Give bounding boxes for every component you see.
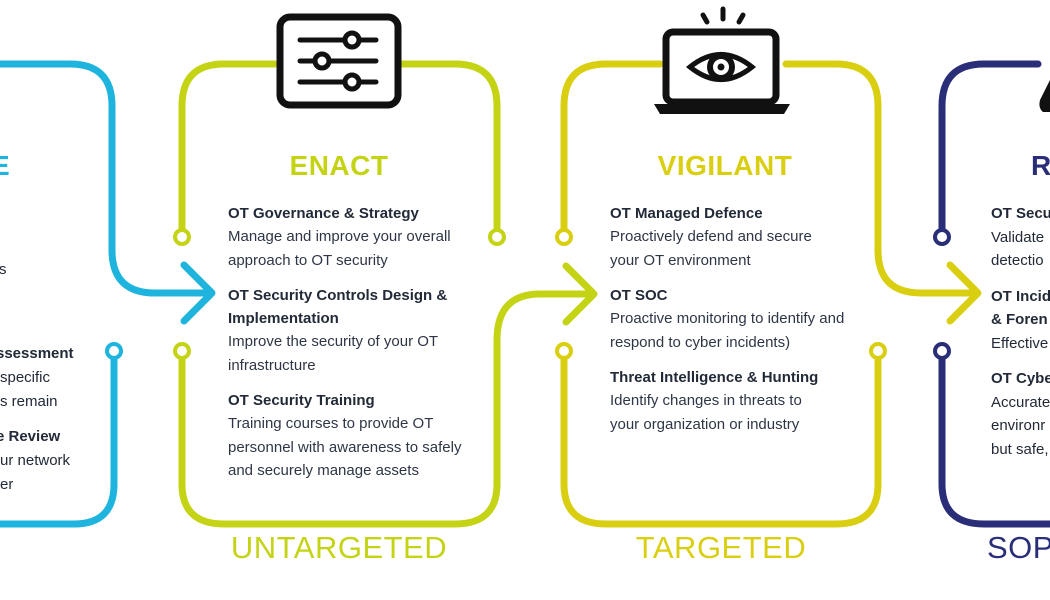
right-stage-title: R: [1031, 150, 1050, 181]
item-description: Proactively defend and secure your OT en…: [610, 228, 812, 269]
fragment-text: but safe,: [991, 440, 1049, 458]
fragment-text: e Review: [0, 428, 61, 445]
connector-node: [105, 342, 123, 360]
sliders-icon: [276, 13, 402, 109]
item-heading: OT Security Training: [228, 392, 375, 409]
left-stage-title: E: [0, 150, 11, 181]
fragment-text: s remain: [0, 393, 58, 410]
fragment-text: Validate: [991, 228, 1045, 246]
enact-item: OT Security Controls Design & Implementa…: [228, 284, 490, 377]
laptop-eye-icon: [654, 6, 790, 114]
fragment-text: specific: [0, 369, 51, 386]
flask-icon: [1039, 58, 1050, 112]
fragment-text: s: [0, 261, 7, 278]
vigilant-title: VIGILANT: [657, 150, 793, 181]
fragment-text: OT Secu: [991, 205, 1050, 222]
vigilant-items: OT Managed Defence Proactively defend an…: [610, 202, 872, 436]
connector-node: [555, 228, 573, 246]
connector-node: [933, 228, 951, 246]
connector-node: [173, 228, 191, 246]
fragment-text: & Foren: [991, 311, 1048, 328]
threat-level-clip: SOP: [980, 528, 1050, 573]
right-stage-frame: [938, 60, 1050, 528]
vigilant-item: OT SOC Proactive monitoring to identify …: [610, 284, 872, 354]
item-heading: OT SOC: [610, 287, 668, 304]
left-stage-frame: [0, 60, 216, 528]
enact-title: ENACT: [289, 150, 389, 181]
item-heading: OT Governance & Strategy: [228, 205, 419, 222]
item-description: Identify changes in threats to your orga…: [610, 392, 802, 433]
connector-node: [555, 342, 573, 360]
enact-item: OT Security Training Training courses to…: [228, 389, 490, 483]
connector-node: [488, 228, 506, 246]
connector-node: [173, 342, 191, 360]
item-description: Training courses to provide OT personnel…: [228, 415, 462, 479]
connector-node: [933, 342, 951, 360]
threat-level-sophisticated: SOP: [987, 530, 1050, 565]
fragment-text: ssessment: [0, 345, 74, 362]
fragment-text: OT Cybe: [991, 370, 1050, 387]
vigilant-item: OT Managed Defence Proactively defend an…: [610, 202, 872, 272]
enact-items: OT Governance & Strategy Manage and impr…: [228, 202, 490, 483]
right-stage-fragments: OT Secu Validate detectio OT Incid & For…: [991, 202, 1050, 461]
item-description: Manage and improve your overall approach…: [228, 228, 451, 269]
enact-item: OT Governance & Strategy Manage and impr…: [228, 202, 490, 272]
vigilant-stage-frame: [560, 60, 982, 528]
item-description: Improve the security of your OT infrastr…: [228, 333, 438, 374]
threat-level-untargeted: UNTARGETED: [230, 530, 448, 565]
fragment-text: detectio: [991, 252, 1044, 269]
item-description: Proactive monitoring to identify and res…: [610, 310, 845, 351]
enact-stage-frame: [178, 60, 598, 528]
fragment-text: er: [0, 476, 14, 493]
fragment-text: Accurate: [991, 393, 1050, 411]
fragment-text: ur network: [0, 452, 71, 469]
item-heading: OT Security Controls Design & Implementa…: [228, 287, 448, 327]
fragment-text: environr: [991, 417, 1046, 434]
fragment-text: OT Incid: [991, 287, 1050, 305]
threat-level-targeted: TARGETED: [635, 530, 807, 565]
vigilant-item: Threat Intelligence & Hunting Identify c…: [610, 366, 872, 436]
connector-node: [869, 342, 887, 360]
fragment-text: Effective: [991, 334, 1049, 352]
item-heading: OT Managed Defence: [610, 205, 763, 222]
item-heading: Threat Intelligence & Hunting: [610, 369, 819, 386]
right-stage-clip: R OT Secu Validate detectio OT Incid & F…: [980, 150, 1050, 490]
